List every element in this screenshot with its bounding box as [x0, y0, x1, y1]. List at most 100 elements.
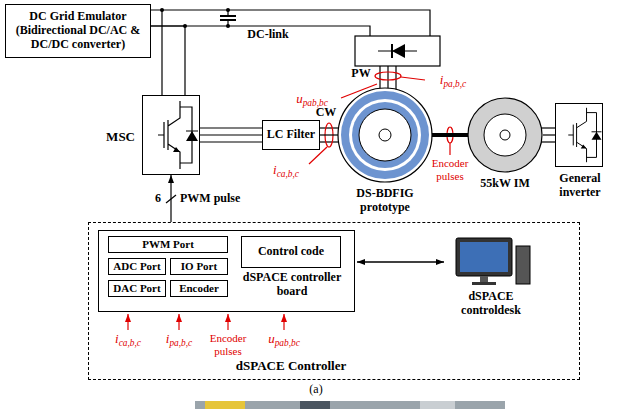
- three-phase-wire: [540, 127, 555, 128]
- signal-symbol: u: [268, 331, 275, 346]
- machine-ring: [379, 129, 391, 141]
- signal-symbol: i: [166, 331, 170, 346]
- machine-ring: [338, 88, 432, 182]
- signal-arrow: [227, 314, 228, 330]
- photo-strip: [420, 401, 455, 409]
- node-label: MSC: [93, 130, 135, 145]
- motor-circle: [467, 97, 543, 173]
- machine-ring: [500, 130, 510, 140]
- igbt-symbol: [158, 101, 198, 169]
- machine-ring: [484, 114, 526, 156]
- code-box: Control code: [241, 236, 341, 268]
- capacitor-symbol: [220, 15, 236, 17]
- phase-wire: [543, 134, 555, 135]
- port-box: ADC Port: [108, 258, 166, 275]
- pwm-signal-line: [170, 175, 171, 222]
- converter-box: DC Grid Emulator (Bidirectional DC/AC & …: [5, 4, 151, 58]
- controller-frame: dSPACE Controller dSPACE controller board…: [88, 222, 580, 380]
- signal-label: upab,bc: [258, 332, 310, 347]
- machine-ring: [352, 102, 418, 168]
- dc-bus: [161, 10, 162, 95]
- port-box: PWM Port: [108, 236, 228, 253]
- node-label: IO Port: [181, 260, 217, 273]
- generator-circle: DS-BDFIG prototype: [337, 87, 433, 183]
- rectifier-symbol: [355, 36, 440, 66]
- junction-dot: [160, 8, 230, 28]
- computer-icon: [516, 246, 530, 284]
- node-label: dSPACE controldesk: [446, 290, 536, 318]
- junction-dot: [160, 8, 164, 12]
- three-phase-wire: [200, 127, 262, 128]
- capacitor-symbol: [220, 10, 236, 26]
- bus-count-label: 6: [152, 192, 164, 206]
- converter-box: MSC: [142, 95, 200, 175]
- signal-label: ica,b,c: [262, 163, 310, 178]
- sensor-probe: [449, 143, 450, 155]
- machine-ring: [341, 91, 429, 179]
- sensor-probe: [309, 72, 453, 164]
- signal-arrow: [128, 314, 284, 330]
- signal-label-slot: PWM pulse: [180, 192, 244, 206]
- figure-tag: (a): [296, 383, 336, 397]
- winding-label: CW: [314, 106, 338, 120]
- bus-label: DC-link: [238, 28, 298, 42]
- rectifier-symbol: [391, 44, 393, 58]
- signal-symbol: i: [273, 162, 277, 177]
- node-label: ADC Port: [113, 260, 160, 273]
- controller-board: dSPACE controller boardPWM PortControl c…: [98, 230, 355, 312]
- winding-label: PW: [350, 67, 372, 81]
- bus-label: DC-link: [238, 28, 298, 42]
- inverter-box: General inverter: [555, 103, 603, 167]
- photo-strip: [300, 401, 330, 409]
- signal-arrow: [178, 314, 179, 330]
- signal-label: Encoder pulses: [428, 157, 472, 182]
- signal-label: ica,b,c: [262, 163, 310, 178]
- dc-bus: [151, 10, 430, 36]
- signal-label: Encoder pulses: [206, 332, 250, 357]
- signal-symbol: i: [115, 331, 119, 346]
- photo-strip: [205, 401, 245, 409]
- signal-subscript: pa,b,c: [443, 79, 466, 89]
- motor-circle: 55kW IM: [467, 97, 543, 173]
- sensor-probe: [375, 72, 401, 80]
- winding-label: PW: [350, 67, 372, 81]
- signal-symbol: i: [440, 72, 444, 87]
- signal-label: upab,bc: [258, 332, 310, 347]
- phase-wire: [200, 134, 262, 135]
- signal-label: ica,b,c: [104, 332, 152, 347]
- node-label: General inverter: [540, 172, 620, 200]
- node-label: 55kW IM: [460, 177, 550, 191]
- signal-subscript: ca,b,c: [119, 338, 141, 348]
- signal-arrow: [127, 314, 128, 330]
- signal-label: ipa,b,c: [428, 73, 478, 88]
- signal-label: ipa,b,c: [156, 332, 202, 347]
- rectifier-symbol: [392, 44, 405, 58]
- node-label: Control code: [258, 245, 324, 259]
- photo-strip: [195, 401, 505, 409]
- figure-tag: (a): [296, 383, 336, 397]
- shaft: [431, 133, 469, 137]
- node-label: Encoder: [179, 282, 219, 295]
- signal-symbol: u: [296, 91, 303, 106]
- computer-node: dSPACE controldesk: [446, 234, 536, 320]
- dc-bus-wire: [151, 26, 185, 95]
- signal-label: PWM pulse: [180, 192, 244, 206]
- node-label: dSPACE Controller: [211, 359, 371, 374]
- computer-icon: [472, 282, 496, 285]
- machine-ring: [468, 98, 542, 172]
- machine-ring: [359, 109, 411, 161]
- three-phase-wire: [540, 141, 555, 142]
- signal-label: ipa,b,c: [156, 332, 202, 347]
- port-box: IO Port: [170, 258, 228, 275]
- capacitor-symbol: [227, 20, 228, 26]
- node-label: LC Filter: [267, 128, 315, 142]
- computer-icon: [480, 276, 488, 282]
- node-label: PWM Port: [142, 238, 194, 251]
- photo-strip: [195, 401, 505, 409]
- filter-box: LC Filter: [262, 120, 320, 150]
- node-label: DC Grid Emulator (Bidirectional DC/AC & …: [9, 10, 147, 51]
- signal-label: ipa,b,c: [428, 73, 478, 88]
